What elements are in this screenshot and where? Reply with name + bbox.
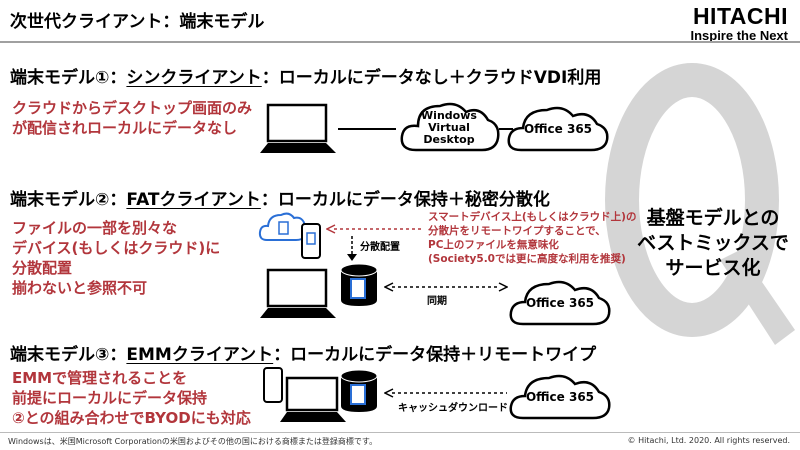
smartphone-icon — [301, 223, 321, 259]
model1-heading-suffix: ：ローカルにデータなし＋クラウドVDI利用 — [261, 68, 602, 88]
model2-note-line: スマートデバイス上(もしくはクラウド上)の — [428, 211, 637, 223]
model2-desc-line: 分散配置 — [12, 259, 73, 277]
model2-heading: 端末モデル②：FATクライアント：ローカルにデータ保持＋秘密分散化 — [10, 185, 550, 210]
cloud-icon — [400, 102, 500, 152]
title-divider — [0, 41, 800, 43]
wipe-arrow — [326, 224, 424, 234]
sync-arrow — [384, 282, 508, 292]
cloud-icon — [507, 106, 609, 152]
model2-note-line: 分散片をリモートワイプすることで、 — [428, 225, 606, 237]
side-summary-line: ベストミックスで — [637, 232, 789, 254]
database-icon — [340, 263, 378, 306]
wvd-line: Windows — [421, 109, 477, 122]
office365-label: Office 365 — [525, 296, 595, 310]
model2-desc-line: ファイルの一部を別々な — [12, 219, 178, 237]
cloud-icon — [509, 280, 611, 326]
page-title: 次世代クライアント：端末モデル — [10, 12, 265, 32]
footer-divider — [0, 432, 800, 433]
logo-tagline: Inspire the Next — [690, 28, 788, 43]
laptop-icon — [280, 376, 346, 422]
hitachi-logo: HITACHI Inspire the Next — [690, 4, 788, 43]
model3-description: EMMで管理されることを 前提にローカルにデータ保持 ②との組み合わせでBYOD… — [12, 368, 251, 428]
cache-label: キャッシュダウンロード — [398, 403, 508, 414]
model1-description: クラウドからデスクトップ画面のみ が配信されローカルにデータなし — [12, 98, 252, 138]
side-summary: 基盤モデルとの ベストミックスで サービス化 — [628, 206, 798, 281]
model1-desc-line: クラウドからデスクトップ画面のみ — [12, 99, 253, 117]
copyright: © Hitachi, Ltd. 2020. All rights reserve… — [627, 436, 790, 445]
model2-note: スマートデバイス上(もしくはクラウド上)の 分散片をリモートワイプすることで、 … — [428, 210, 636, 266]
model2-heading-name: FATクライアント — [126, 190, 261, 210]
model3-desc-line: 前提にローカルにデータ保持 — [12, 389, 208, 407]
model2-desc-line: 揃わないと参照不可 — [12, 279, 148, 297]
model1-heading: 端末モデル①：シンクライアント：ローカルにデータなし＋クラウドVDI利用 — [10, 63, 601, 88]
model3-heading-suffix: ：ローカルにデータ保持＋リモートワイプ — [273, 345, 597, 365]
model2-note-line: (Society5.0では更に高度な利用を推奨) — [428, 253, 626, 265]
model1-desc-line: が配信されローカルにデータなし — [12, 119, 238, 137]
trademark-note: Windowsは、米国Microsoft Corporationの米国およびその… — [8, 437, 378, 446]
side-summary-line: サービス化 — [665, 257, 761, 279]
distribute-arrow — [347, 236, 357, 261]
model1-heading-prefix: 端末モデル①： — [10, 68, 127, 88]
connector-line — [338, 128, 396, 130]
model3-heading: 端末モデル③：EMMクライアント：ローカルにデータ保持＋リモートワイプ — [10, 340, 596, 365]
model3-heading-name: EMMクライアント — [126, 345, 274, 365]
cloud-icon — [509, 374, 611, 420]
office365-label: Office 365 — [525, 390, 595, 404]
model2-heading-suffix: ：ローカルにデータ保持＋秘密分散化 — [260, 190, 550, 210]
wvd-cloud-label: Windows Virtual Desktop — [408, 110, 490, 146]
office365-label: Office 365 — [523, 122, 593, 136]
wvd-line: Virtual — [428, 121, 470, 134]
laptop-icon — [260, 268, 336, 318]
connector-line — [499, 128, 513, 130]
model2-description: ファイルの一部を別々な デバイス(もしくはクラウド)に 分散配置 揃わないと参照… — [12, 218, 220, 298]
model3-desc-line: EMMで管理されることを — [12, 369, 188, 387]
model2-heading-prefix: 端末モデル②： — [10, 190, 127, 210]
sync-label: 同期 — [427, 296, 447, 307]
wvd-line: Desktop — [423, 133, 475, 146]
side-summary-line: 基盤モデルとの — [646, 207, 780, 229]
database-icon — [340, 369, 378, 412]
watermark-q — [605, 63, 795, 345]
model3-heading-prefix: 端末モデル③： — [10, 345, 127, 365]
laptop-icon — [260, 103, 336, 153]
model2-desc-line: デバイス(もしくはクラウド)に — [12, 239, 221, 257]
model3-desc-line: ②との組み合わせでBYODにも対応 — [12, 409, 251, 427]
model1-heading-name: シンクライアント — [126, 68, 262, 88]
smartphone-icon — [263, 367, 283, 403]
distribute-label: 分散配置 — [360, 242, 400, 253]
cache-arrow — [384, 388, 507, 398]
model2-note-line: PC上のファイルを無意味化 — [428, 239, 559, 251]
logo-brand: HITACHI — [692, 3, 788, 29]
